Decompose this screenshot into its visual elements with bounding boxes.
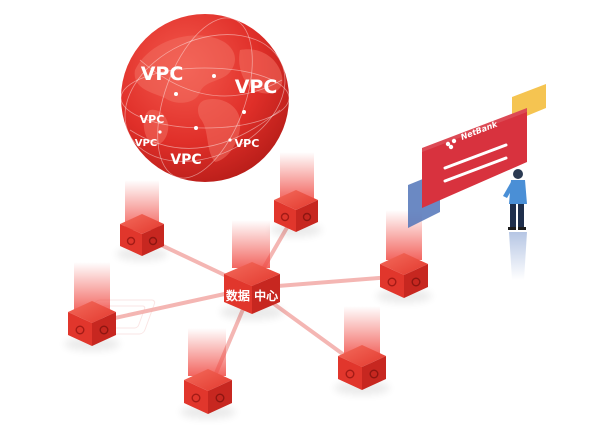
node-cube bbox=[116, 214, 168, 261]
vpc-label: VPC bbox=[140, 113, 165, 126]
globe-continents bbox=[134, 35, 283, 162]
vpc-label: VPC bbox=[170, 152, 201, 168]
node-cube bbox=[180, 369, 236, 419]
card-form-lines bbox=[443, 143, 508, 183]
vpc-globe: VPC VPC VPC VPC VPC VPC bbox=[120, 14, 290, 182]
globe-orbits bbox=[120, 17, 290, 179]
netbank-card: NetBank bbox=[408, 84, 546, 228]
vpc-label: VPC bbox=[135, 138, 157, 149]
person-figure bbox=[503, 169, 527, 280]
node-cube bbox=[64, 301, 120, 351]
hub-label: 数据 中心 bbox=[226, 288, 278, 303]
vpc-label: VPC bbox=[141, 63, 184, 85]
node-cube bbox=[376, 253, 432, 303]
globe-nodes bbox=[158, 74, 246, 142]
vpc-label: VPC bbox=[235, 137, 260, 150]
node-beams bbox=[74, 152, 422, 376]
node-cube bbox=[270, 190, 322, 237]
netbank-logo-icon bbox=[445, 138, 457, 150]
node-cube bbox=[334, 345, 390, 395]
vpc-label: VPC bbox=[235, 76, 278, 98]
node-cubes: 数据 中心 bbox=[64, 190, 432, 419]
hub-cube bbox=[220, 262, 284, 320]
